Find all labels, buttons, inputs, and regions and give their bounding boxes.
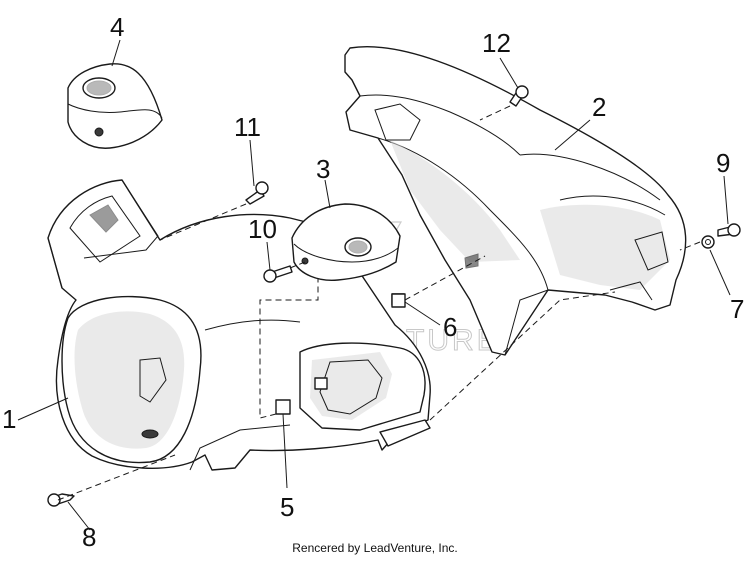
part-4-cap [67,63,163,149]
callout-4: 4 [110,12,124,42]
part-6-clip [391,293,406,308]
callout-5: 5 [280,492,294,522]
part-10-screw [263,265,293,283]
part-7-washer [701,235,715,249]
part-11-screw [245,181,269,205]
assembly-lines [57,105,701,501]
part-9-screw [717,223,741,237]
part-5-clip [275,399,291,415]
callout-10: 10 [248,214,277,244]
callout-8: 8 [82,522,96,552]
callout-1: 1 [2,404,16,434]
callout-3: 3 [316,154,330,184]
callout-11: 11 [234,112,261,142]
part-3-switch-cover [291,203,401,281]
credit-line: Rencered by LeadVenture, Inc. [292,541,458,555]
callout-7: 7 [730,294,744,324]
leader-lines [17,39,731,531]
callout-2: 2 [592,92,606,122]
callout-6: 6 [443,312,457,342]
callout-12: 12 [482,28,511,58]
part-12-screw [509,85,529,107]
callout-9: 9 [716,148,730,178]
